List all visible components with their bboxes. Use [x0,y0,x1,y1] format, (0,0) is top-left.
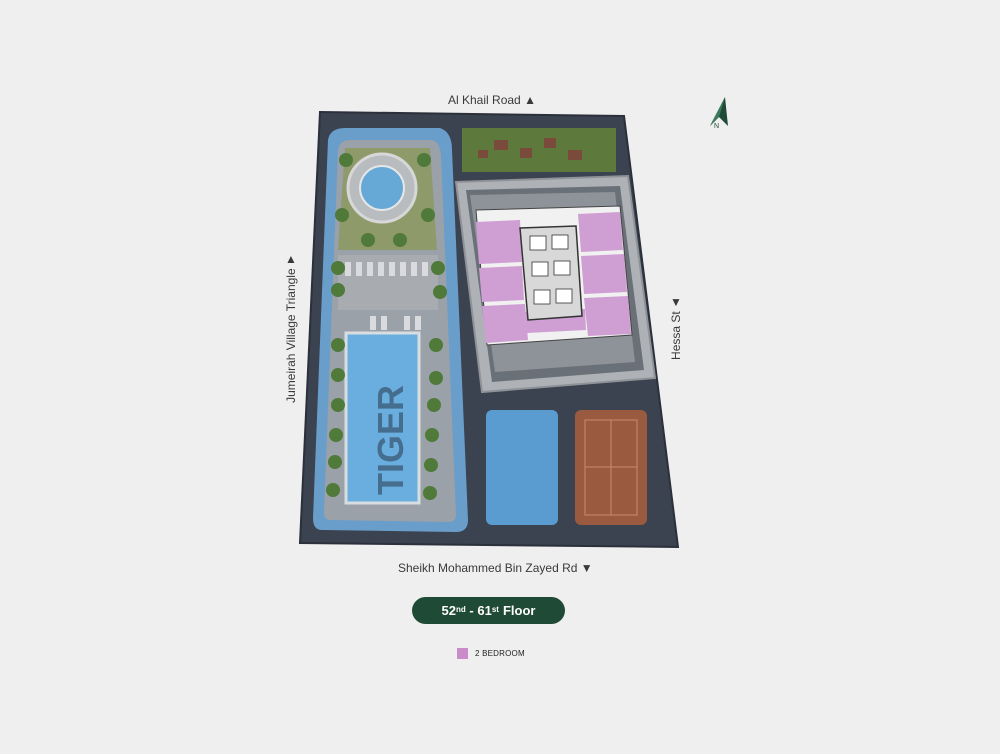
building-core [519,225,583,321]
floor-to-suffix: st [491,605,499,614]
main-pool [344,331,421,505]
floor-word: Floor [502,603,536,618]
legend-swatch-two-bedroom [457,648,468,659]
floor-to: 61 [477,603,492,618]
legend-label-two-bedroom: 2 BEDROOM [475,649,525,658]
lap-pool [486,410,558,525]
svg-text:TIGER: TIGER [370,385,411,495]
floor-from: 52 [441,603,457,618]
road-name-south: Sheikh Mohammed Bin Zayed Rd [398,561,578,575]
road-label-south: Sheikh Mohammed Bin Zayed Rd ▼ [398,561,593,575]
svg-text:N: N [714,123,719,130]
legend: 2 BEDROOM [457,648,525,659]
road-name-north: Al Khail Road [448,93,521,107]
round-pool [359,165,405,211]
down-arrow-icon: ▼ [580,561,593,575]
floor-separator: - [465,603,478,618]
road-label-north: Al Khail Road ▲ [448,93,536,107]
floor-from-suffix: nd [456,605,466,614]
up-arrow-icon: ▲ [524,93,536,107]
north-arrow-icon: N [710,97,728,130]
palm-trees [326,153,447,500]
